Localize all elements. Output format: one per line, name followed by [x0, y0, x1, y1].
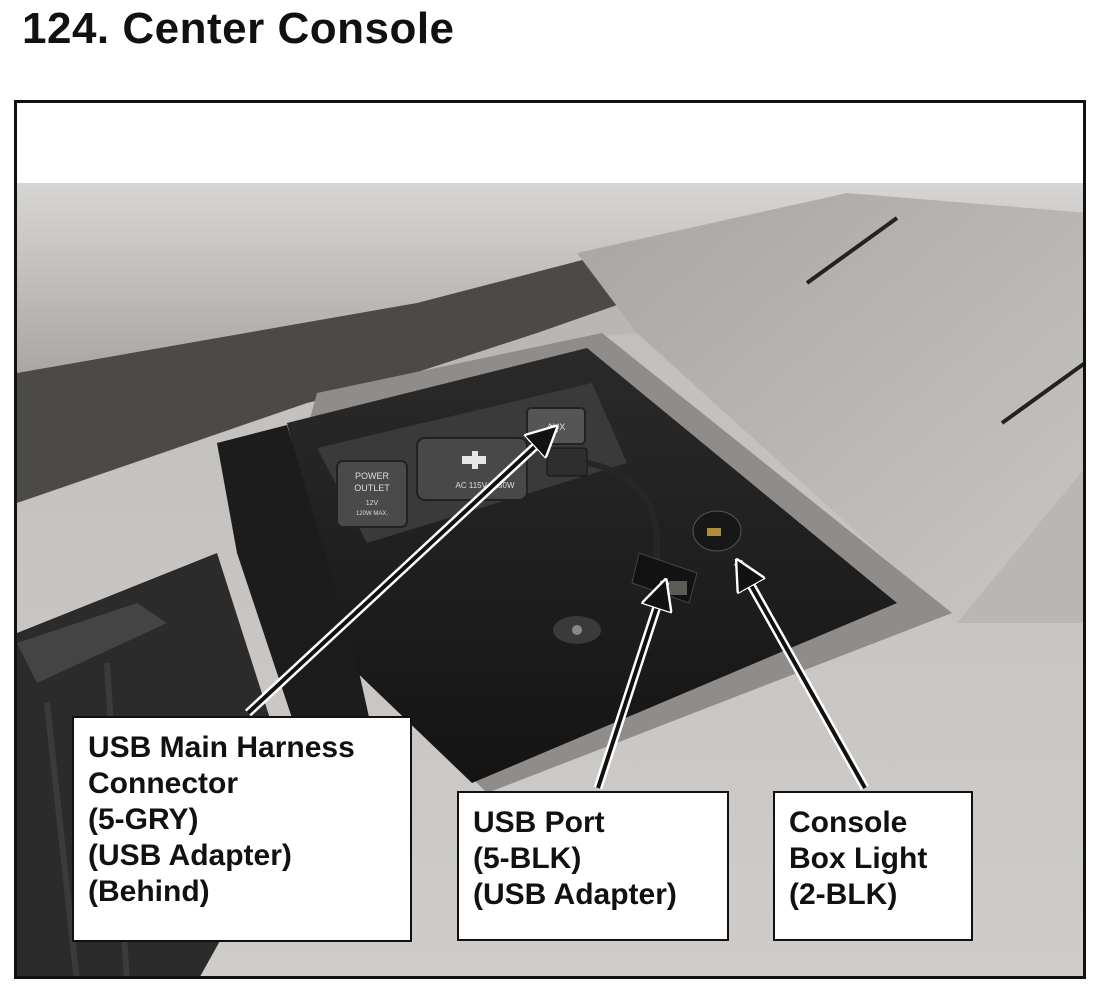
callout-console-box-light: Console Box Light (2-BLK) [773, 791, 973, 941]
page-title: 124. Center Console [22, 4, 455, 53]
power-outlet-label-2: OUTLET [354, 483, 390, 493]
callout-line: (USB Adapter) [473, 878, 677, 911]
callout-line: USB Main Harness [88, 731, 355, 764]
callout-line: Box Light [789, 842, 928, 875]
callout-line: (Behind) [88, 875, 210, 908]
callout-usb-main-harness: USB Main Harness Connector (5-GRY) (USB … [72, 716, 412, 942]
callout-usb-port: USB Port (5-BLK) (USB Adapter) [457, 791, 729, 941]
callout-line: (5-GRY) [88, 803, 199, 836]
photo-frame: POWER OUTLET 12V 120W MAX. AC 115V / 150… [14, 100, 1086, 979]
aux-label: AUX [547, 422, 566, 432]
power-outlet-label-4: 120W MAX. [356, 511, 388, 517]
callout-line: USB Port [473, 806, 605, 839]
callout-line: (USB Adapter) [88, 839, 292, 872]
power-outlet-label-1: POWER [355, 471, 390, 481]
callout-line: Connector [88, 767, 238, 800]
ac-outlet-label: AC 115V / 150W [456, 481, 515, 490]
callout-line: (5-BLK) [473, 842, 582, 875]
callout-line: Console [789, 806, 908, 839]
power-outlet-label-3: 12V [366, 500, 379, 507]
callout-line: (2-BLK) [789, 878, 898, 911]
